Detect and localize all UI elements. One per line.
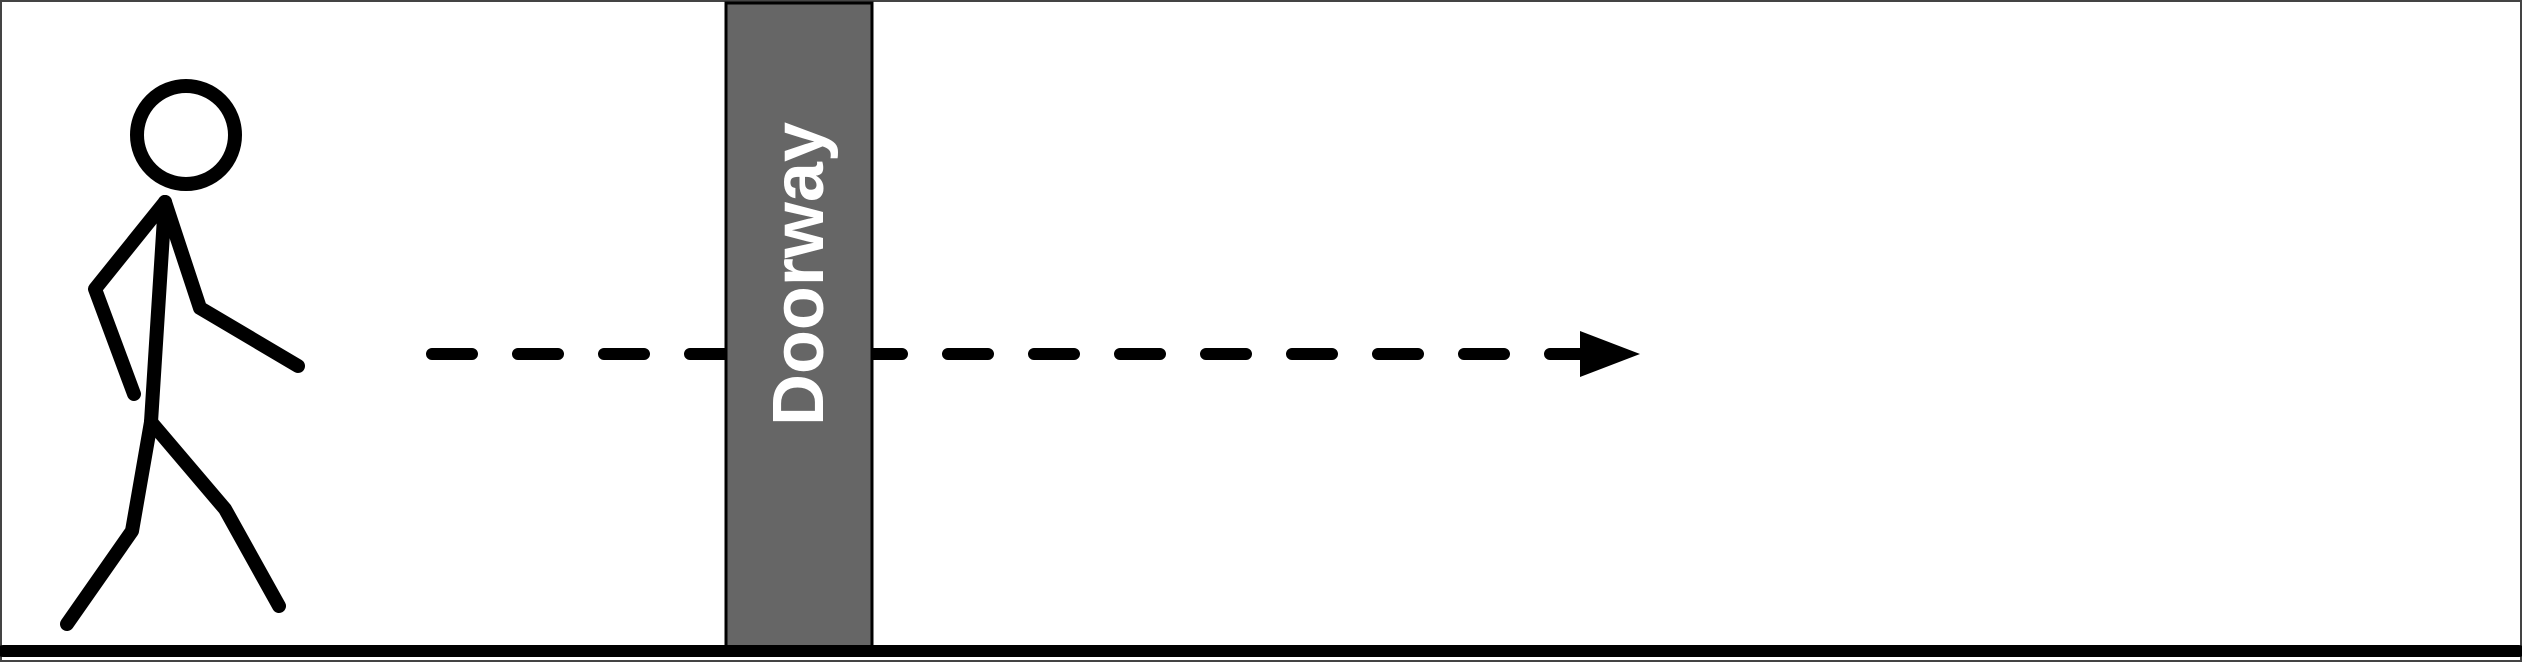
right-arrow-icon [1580, 331, 1640, 377]
figure-back-arm [88, 195, 172, 401]
doorway-label: Doorway [759, 122, 839, 426]
figure-torso [144, 195, 172, 429]
doorway: Doorway [724, 1, 874, 653]
doorway-panel [724, 1, 874, 653]
figure-back-leg [60, 415, 158, 631]
figure-front-leg [144, 415, 286, 613]
walking-stick-figure-icon [60, 79, 305, 631]
figure-front-arm [158, 195, 305, 373]
figure-head [130, 79, 242, 191]
